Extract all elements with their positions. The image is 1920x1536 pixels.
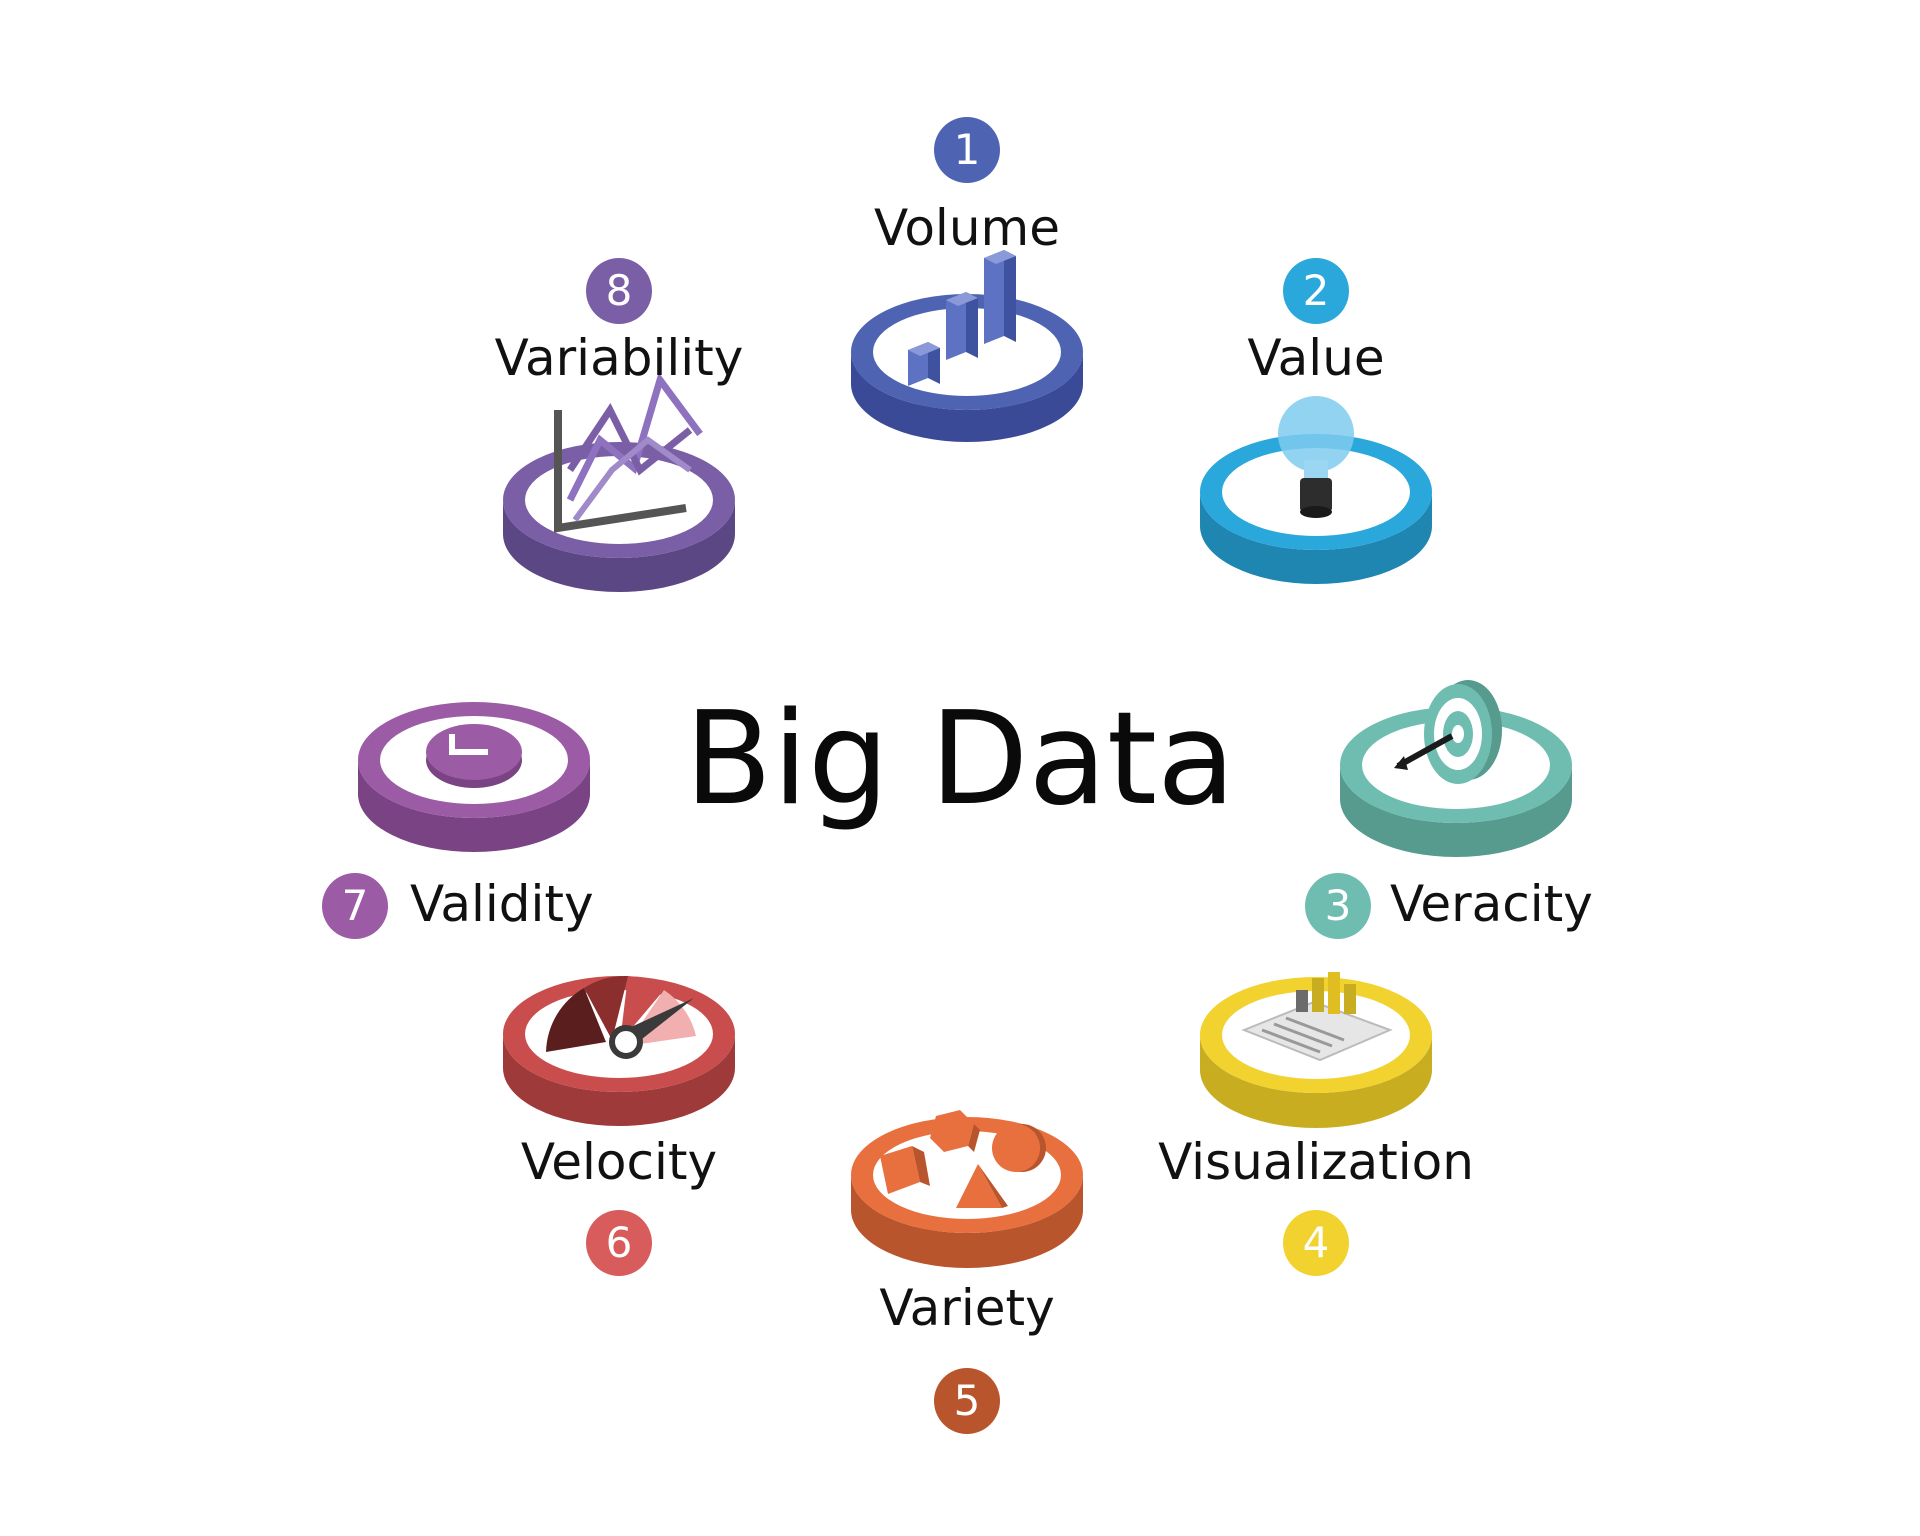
number-badge-3: 3 xyxy=(1305,873,1371,939)
label-validity: Validity xyxy=(410,875,594,933)
veracity-disc xyxy=(1340,680,1572,857)
visualization-disc xyxy=(1200,972,1432,1128)
line-chart-icon xyxy=(554,372,703,533)
bar-chart-icon xyxy=(908,250,1016,386)
variability-disc xyxy=(503,372,735,592)
variety-disc xyxy=(851,1110,1083,1268)
volume-disc xyxy=(851,250,1083,442)
number-badge-6: 6 xyxy=(586,1210,652,1276)
shapes-icon xyxy=(880,1110,1046,1208)
value-disc xyxy=(1200,396,1432,584)
label-value: Value xyxy=(1247,329,1385,387)
number-badge-2: 2 xyxy=(1283,258,1349,324)
speedometer-icon xyxy=(546,975,696,1059)
clock-icon xyxy=(426,724,522,788)
number-badge-1: 1 xyxy=(934,117,1000,183)
validity-disc xyxy=(358,702,590,852)
label-veracity: Veracity xyxy=(1390,875,1593,933)
target-icon xyxy=(1394,680,1502,784)
label-volume: Volume xyxy=(874,199,1060,257)
label-variability: Variability xyxy=(494,329,744,387)
number-badge-5: 5 xyxy=(934,1368,1000,1434)
light-bulb-icon xyxy=(1278,396,1354,518)
number-badge-7: 7 xyxy=(322,873,388,939)
label-visualization: Visualization xyxy=(1158,1133,1474,1191)
report-chart-icon xyxy=(1241,972,1393,1062)
number-badge-4: 4 xyxy=(1283,1210,1349,1276)
label-velocity: Velocity xyxy=(520,1133,718,1191)
velocity-disc xyxy=(503,975,735,1126)
label-variety: Variety xyxy=(879,1279,1055,1337)
number-badge-8: 8 xyxy=(586,258,652,324)
page-title: Big Data xyxy=(684,685,1236,834)
